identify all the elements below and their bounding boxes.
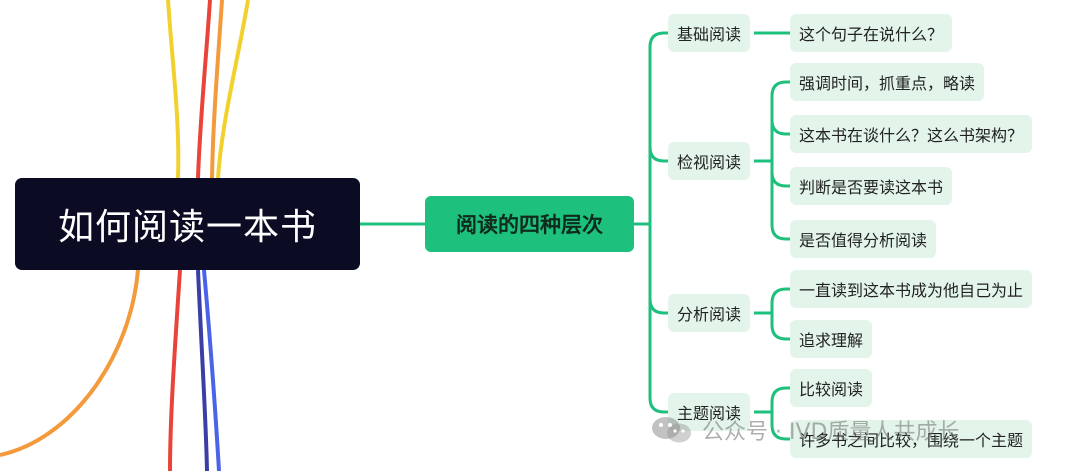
root-node[interactable]: 如何阅读一本书: [15, 178, 360, 270]
leaf-node[interactable]: 比较阅读: [790, 369, 873, 407]
category-node-syntopical[interactable]: 主题阅读: [668, 393, 751, 431]
connector-cat4: [754, 386, 790, 441]
category-node-inspectional[interactable]: 检视阅读: [668, 142, 751, 180]
leaf-node[interactable]: 追求理解: [790, 320, 873, 358]
leaf-node[interactable]: 许多书之间比较，围绕一个主题: [790, 420, 1033, 458]
leaf-node[interactable]: 强调时间，抓重点，略读: [790, 63, 985, 101]
branch-purple-bottom: [196, 269, 209, 471]
branch-yellow-right: [216, 0, 250, 179]
connector-cat2: [754, 80, 790, 241]
connector-center-categories: [634, 31, 668, 414]
branch-orange-bottom: [0, 269, 140, 457]
branch-yellow-left: [166, 0, 181, 179]
branch-red-bottom: [168, 269, 182, 471]
leaf-node[interactable]: 这本书在谈什么？这么书架构？: [790, 115, 1033, 153]
leaf-node[interactable]: 是否值得分析阅读: [790, 220, 937, 258]
leaf-node[interactable]: 一直读到这本书成为他自己为止: [790, 270, 1033, 308]
category-node-basic[interactable]: 基础阅读: [668, 14, 751, 52]
leaf-node[interactable]: 判断是否要读这本书: [790, 167, 953, 205]
branch-blue-bottom: [202, 269, 221, 471]
branch-orange-top: [210, 0, 224, 179]
connector-cat3: [754, 287, 790, 341]
branch-red-top: [196, 0, 212, 179]
leaf-node[interactable]: 这个句子在说什么？: [790, 14, 953, 52]
center-node[interactable]: 阅读的四种层次: [425, 196, 634, 252]
category-node-analytical[interactable]: 分析阅读: [668, 294, 751, 332]
